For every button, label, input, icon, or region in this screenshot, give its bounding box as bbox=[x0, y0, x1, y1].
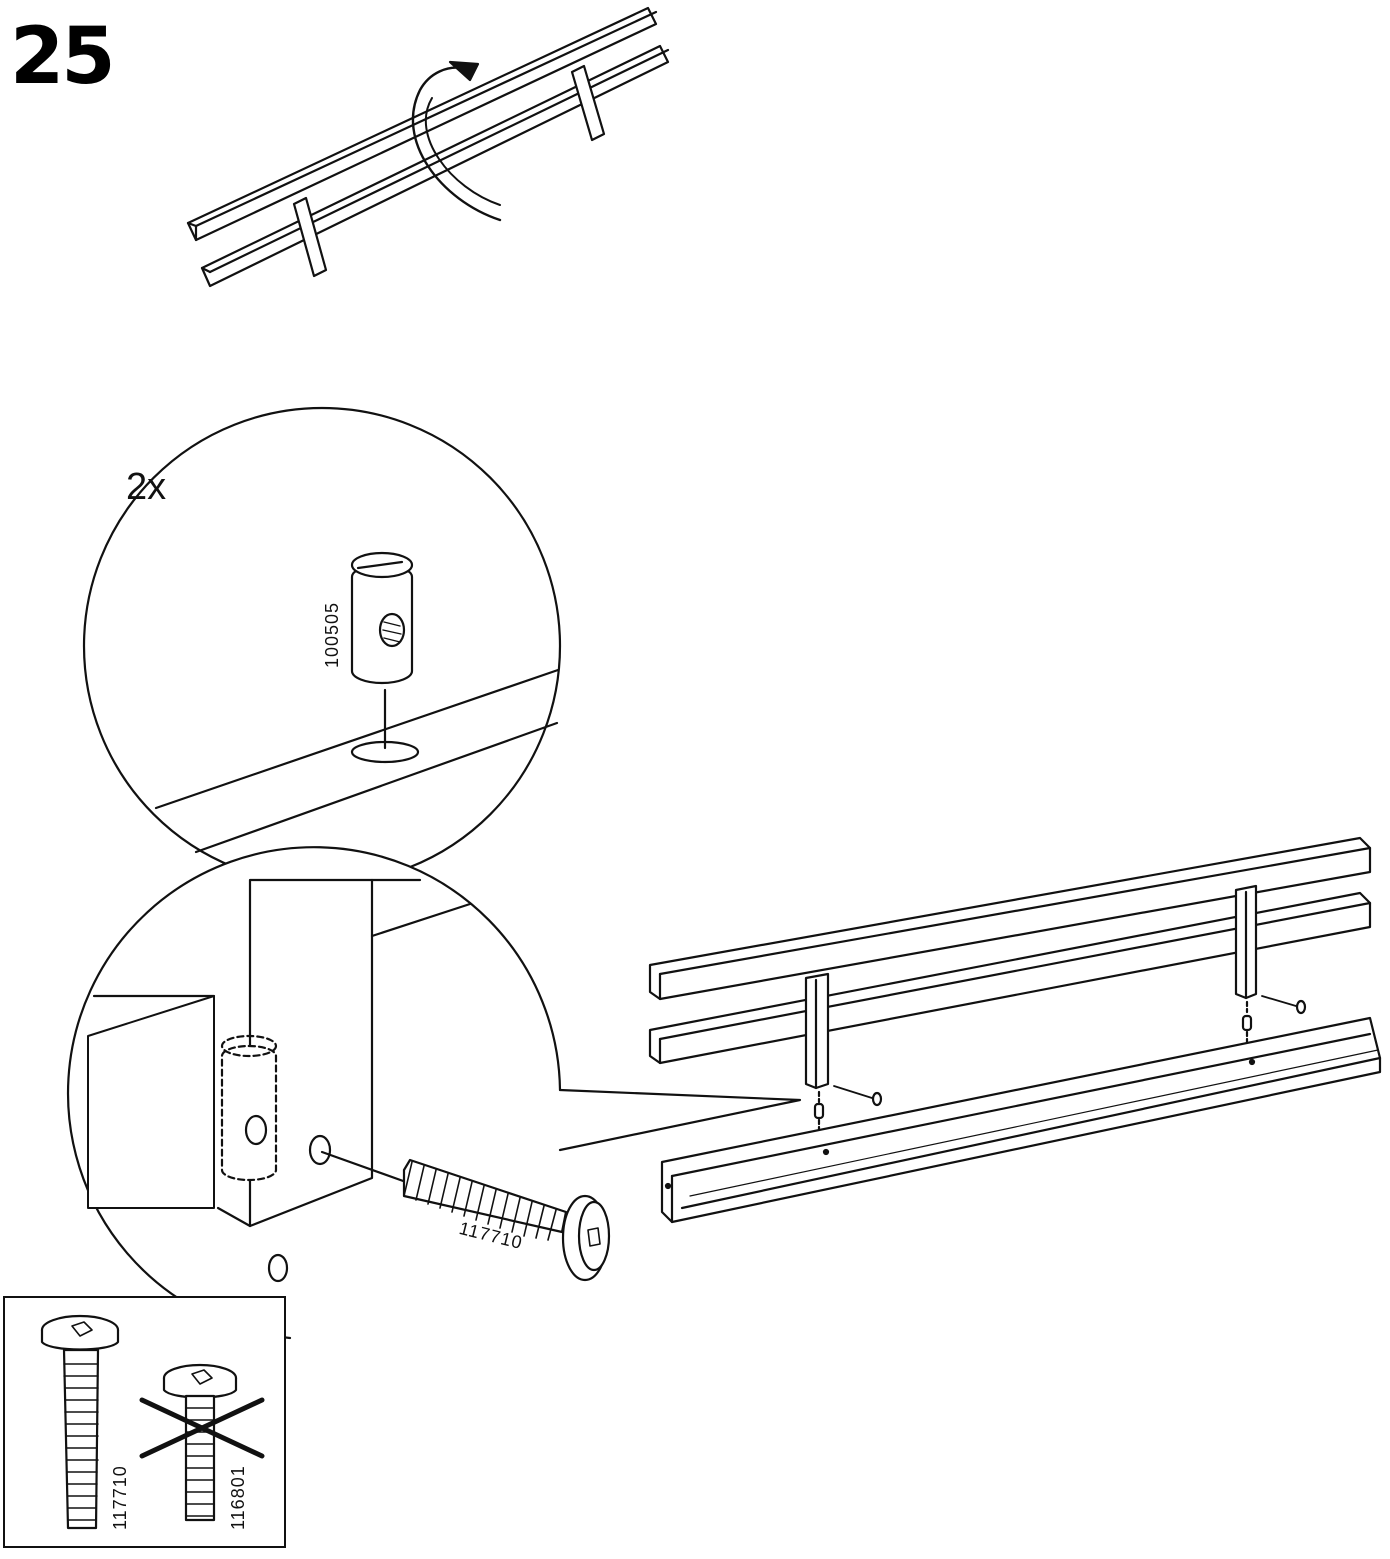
part-number-correct-bolt: 117710 bbox=[110, 1465, 130, 1530]
step-number: 25 bbox=[10, 12, 116, 102]
quantity-label: 2x bbox=[126, 466, 167, 508]
headboard-flip-view bbox=[186, 6, 670, 288]
detail-circle-dowel bbox=[82, 406, 562, 886]
detail-circle-bolt bbox=[66, 846, 802, 1340]
part-number-wrong-bolt: 116801 bbox=[228, 1465, 248, 1530]
part-number-dowel: 100505 bbox=[322, 601, 342, 668]
headboard-assembly bbox=[648, 836, 1382, 1224]
